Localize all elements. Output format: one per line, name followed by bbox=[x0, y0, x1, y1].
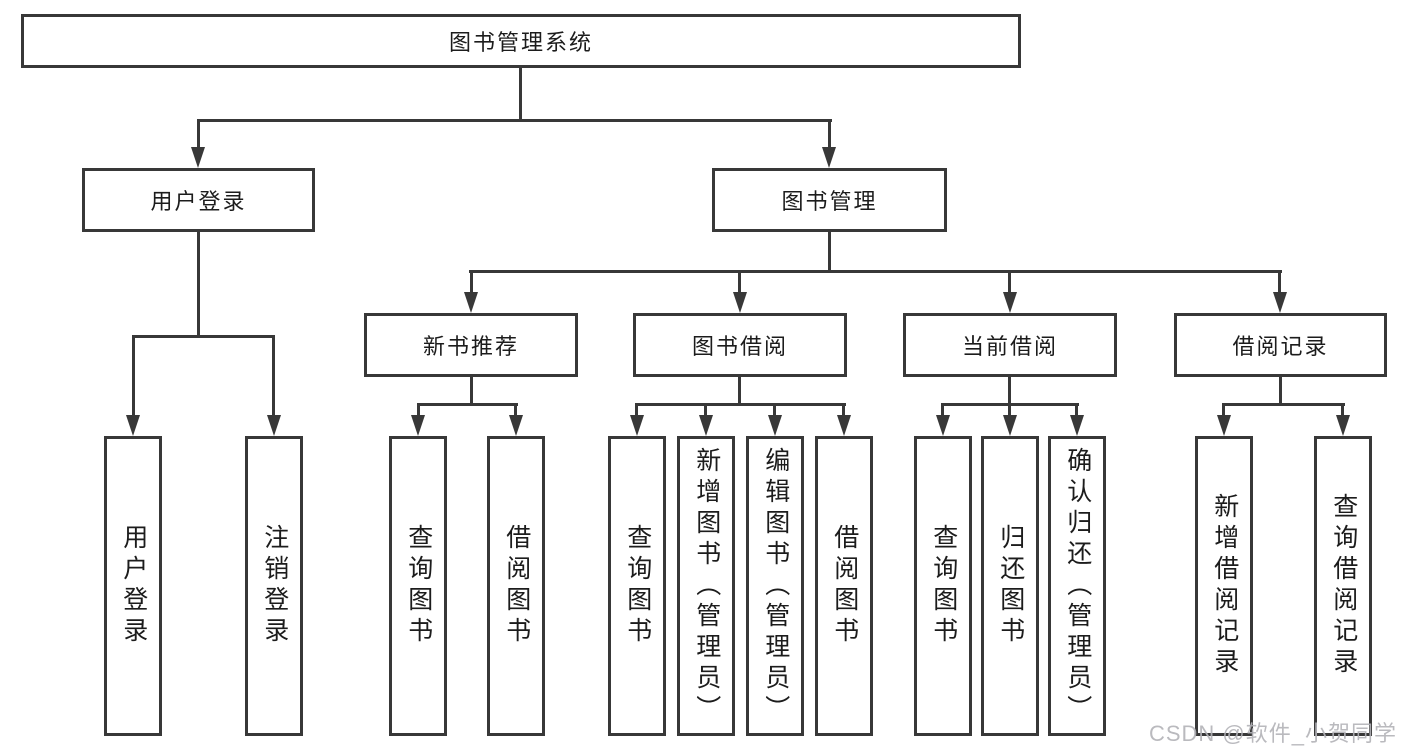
edge-line bbox=[1075, 403, 1078, 419]
leaf-query-borrow-record: 查询借阅记录 bbox=[1314, 436, 1372, 736]
leaf-add-borrow-record: 新增借阅记录 bbox=[1195, 436, 1253, 736]
edge-line bbox=[417, 403, 420, 419]
arrowhead-icon bbox=[267, 415, 281, 436]
arrowhead-icon bbox=[1217, 415, 1231, 436]
arrowhead-icon bbox=[464, 292, 478, 313]
arrowhead-icon bbox=[1003, 292, 1017, 313]
edge-line bbox=[197, 232, 200, 338]
edge-line bbox=[1279, 377, 1282, 406]
leaf-borrow-books: 借阅图书 bbox=[487, 436, 545, 736]
node-borrowing-records: 借阅记录 bbox=[1174, 313, 1387, 377]
edge-line bbox=[636, 403, 846, 406]
leaf-logout: 注销登录 bbox=[245, 436, 303, 736]
edge-line bbox=[132, 335, 135, 419]
leaf-query-books: 查询图书 bbox=[389, 436, 447, 736]
edge-line bbox=[272, 335, 275, 419]
arrowhead-icon bbox=[191, 147, 205, 168]
leaf-user-login: 用户登录 bbox=[104, 436, 162, 736]
edge-line bbox=[1008, 403, 1011, 419]
edge-line bbox=[470, 377, 473, 406]
edge-line bbox=[941, 403, 944, 419]
leaf-query-books-2: 查询图书 bbox=[608, 436, 666, 736]
edge-line bbox=[519, 68, 522, 122]
node-book-management: 图书管理 bbox=[712, 168, 947, 232]
edge-line bbox=[738, 377, 741, 406]
arrowhead-icon bbox=[936, 415, 950, 436]
edge-line bbox=[417, 403, 518, 406]
arrowhead-icon bbox=[699, 415, 713, 436]
watermark: CSDN @软件_小贺同学 bbox=[1148, 721, 1397, 746]
edge-line bbox=[828, 232, 831, 273]
edge-line bbox=[197, 119, 200, 151]
edge-line bbox=[704, 403, 707, 419]
node-current-borrowing: 当前借阅 bbox=[903, 313, 1117, 377]
arrowhead-icon bbox=[768, 415, 782, 436]
node-new-book-recommendation: 新书推荐 bbox=[364, 313, 578, 377]
edge-line bbox=[773, 403, 776, 419]
edge-line bbox=[1008, 270, 1011, 296]
node-library-management-system: 图书管理系统 bbox=[21, 14, 1021, 68]
arrowhead-icon bbox=[1003, 415, 1017, 436]
leaf-add-book-admin: 新增图书（管理员） bbox=[677, 436, 735, 736]
leaf-borrow-books-2: 借阅图书 bbox=[815, 436, 873, 736]
arrowhead-icon bbox=[126, 415, 140, 436]
edge-line bbox=[842, 403, 845, 419]
edge-line bbox=[1278, 270, 1281, 296]
edge-line bbox=[197, 119, 832, 122]
leaf-confirm-return-admin: 确认归还（管理员） bbox=[1048, 436, 1106, 736]
edge-line bbox=[738, 270, 741, 296]
edge-line bbox=[514, 403, 517, 419]
leaf-return-books: 归还图书 bbox=[981, 436, 1039, 736]
edge-line bbox=[1341, 403, 1344, 419]
arrowhead-icon bbox=[1070, 415, 1084, 436]
arrowhead-icon bbox=[837, 415, 851, 436]
edge-line bbox=[470, 270, 473, 296]
arrowhead-icon bbox=[1336, 415, 1350, 436]
node-book-borrowing: 图书借阅 bbox=[633, 313, 847, 377]
edge-line bbox=[1008, 377, 1011, 406]
arrowhead-icon bbox=[509, 415, 523, 436]
edge-line bbox=[1222, 403, 1225, 419]
arrowhead-icon bbox=[733, 292, 747, 313]
edge-line bbox=[469, 270, 1282, 273]
node-user-login: 用户登录 bbox=[82, 168, 315, 232]
leaf-query-books-3: 查询图书 bbox=[914, 436, 972, 736]
arrowhead-icon bbox=[630, 415, 644, 436]
edge-line bbox=[828, 119, 831, 151]
arrowhead-icon bbox=[411, 415, 425, 436]
arrowhead-icon bbox=[1273, 292, 1287, 313]
leaf-edit-book-admin: 编辑图书（管理员） bbox=[746, 436, 804, 736]
arrowhead-icon bbox=[822, 147, 836, 168]
edge-line bbox=[635, 403, 638, 419]
edge-line bbox=[1222, 403, 1345, 406]
edge-line bbox=[132, 335, 275, 338]
